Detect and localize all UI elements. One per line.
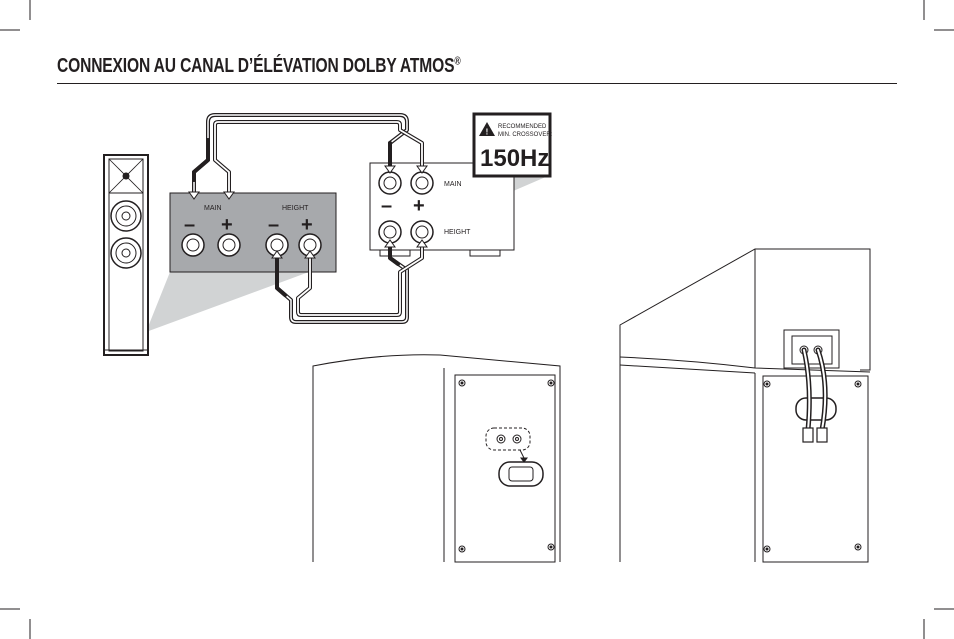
crossover-badge: ! xyxy=(472,112,552,178)
page-title: CONNEXION AU CANAL D’ÉLÉVATION DOLBY ATM… xyxy=(57,55,461,78)
badge-line2: MIN. CROSSOVER: xyxy=(498,132,553,138)
amp-minus: – xyxy=(381,195,392,217)
amp-plus: + xyxy=(413,195,425,217)
speaker-main-label: MAIN xyxy=(204,205,222,212)
main-wire-arrowheads xyxy=(188,165,428,200)
speaker-callout-wedge xyxy=(146,262,336,332)
rear-speaker-closed xyxy=(312,354,561,563)
speaker-binding-posts xyxy=(181,233,322,257)
badge-line1: RECOMMENDED xyxy=(498,124,547,130)
speaker-main-plus: + xyxy=(221,214,233,236)
height-module-jumper-cables xyxy=(801,347,828,443)
title-rule xyxy=(57,83,897,84)
registered-mark: ® xyxy=(454,55,461,68)
tower-speaker-front xyxy=(103,154,149,356)
amplifier-panel xyxy=(369,162,515,257)
warning-triangle-icon xyxy=(479,122,495,136)
height-wire-arrowheads xyxy=(271,239,428,259)
amp-height-label: HEIGHT xyxy=(444,229,471,236)
speaker-height-plus: + xyxy=(301,214,313,236)
speaker-height-label: HEIGHT xyxy=(282,205,309,212)
speaker-height-minus: – xyxy=(268,214,279,236)
amp-main-label: MAIN xyxy=(444,181,462,188)
speaker-main-minus: – xyxy=(184,214,195,236)
rear-speaker-height-module xyxy=(619,248,871,563)
badge-value: 150Hz xyxy=(480,145,549,172)
page-title-text: CONNEXION AU CANAL D’ÉLÉVATION DOLBY ATM… xyxy=(57,55,455,77)
warning-mark: ! xyxy=(486,128,489,137)
main-wire xyxy=(192,113,424,194)
height-wire xyxy=(275,242,424,324)
